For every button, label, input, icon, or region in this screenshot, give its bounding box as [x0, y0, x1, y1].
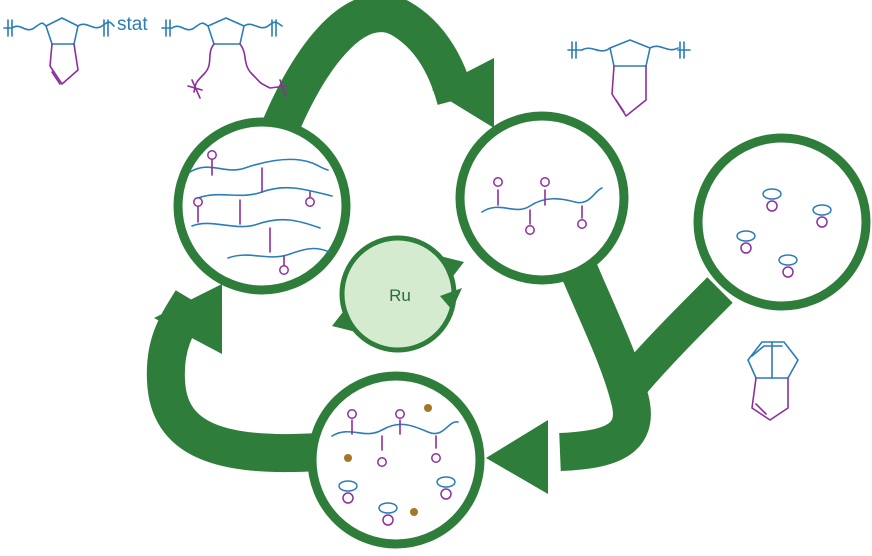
copolymer-structure — [3, 17, 287, 99]
monomer-structure — [747, 341, 799, 421]
crosslinked-network-circle — [173, 117, 351, 295]
arrow-top-head — [432, 58, 494, 128]
ru-catalyst-label: Ru — [389, 286, 411, 305]
ru-catalyst — [332, 235, 464, 353]
arrow-top — [254, 0, 475, 155]
mixture-circle — [307, 371, 485, 549]
monomer-circle — [693, 133, 871, 311]
arrow-bottom-head — [486, 420, 548, 494]
stat-label: stat — [117, 14, 148, 35]
arrow-left-head — [154, 284, 222, 354]
homopolymer-structure — [567, 39, 691, 117]
arrow-right-stroke — [559, 260, 651, 471]
linear-polymer-circle — [455, 111, 629, 285]
cycle-arrows — [146, 0, 733, 494]
monomer-feed-stroke — [616, 277, 733, 397]
